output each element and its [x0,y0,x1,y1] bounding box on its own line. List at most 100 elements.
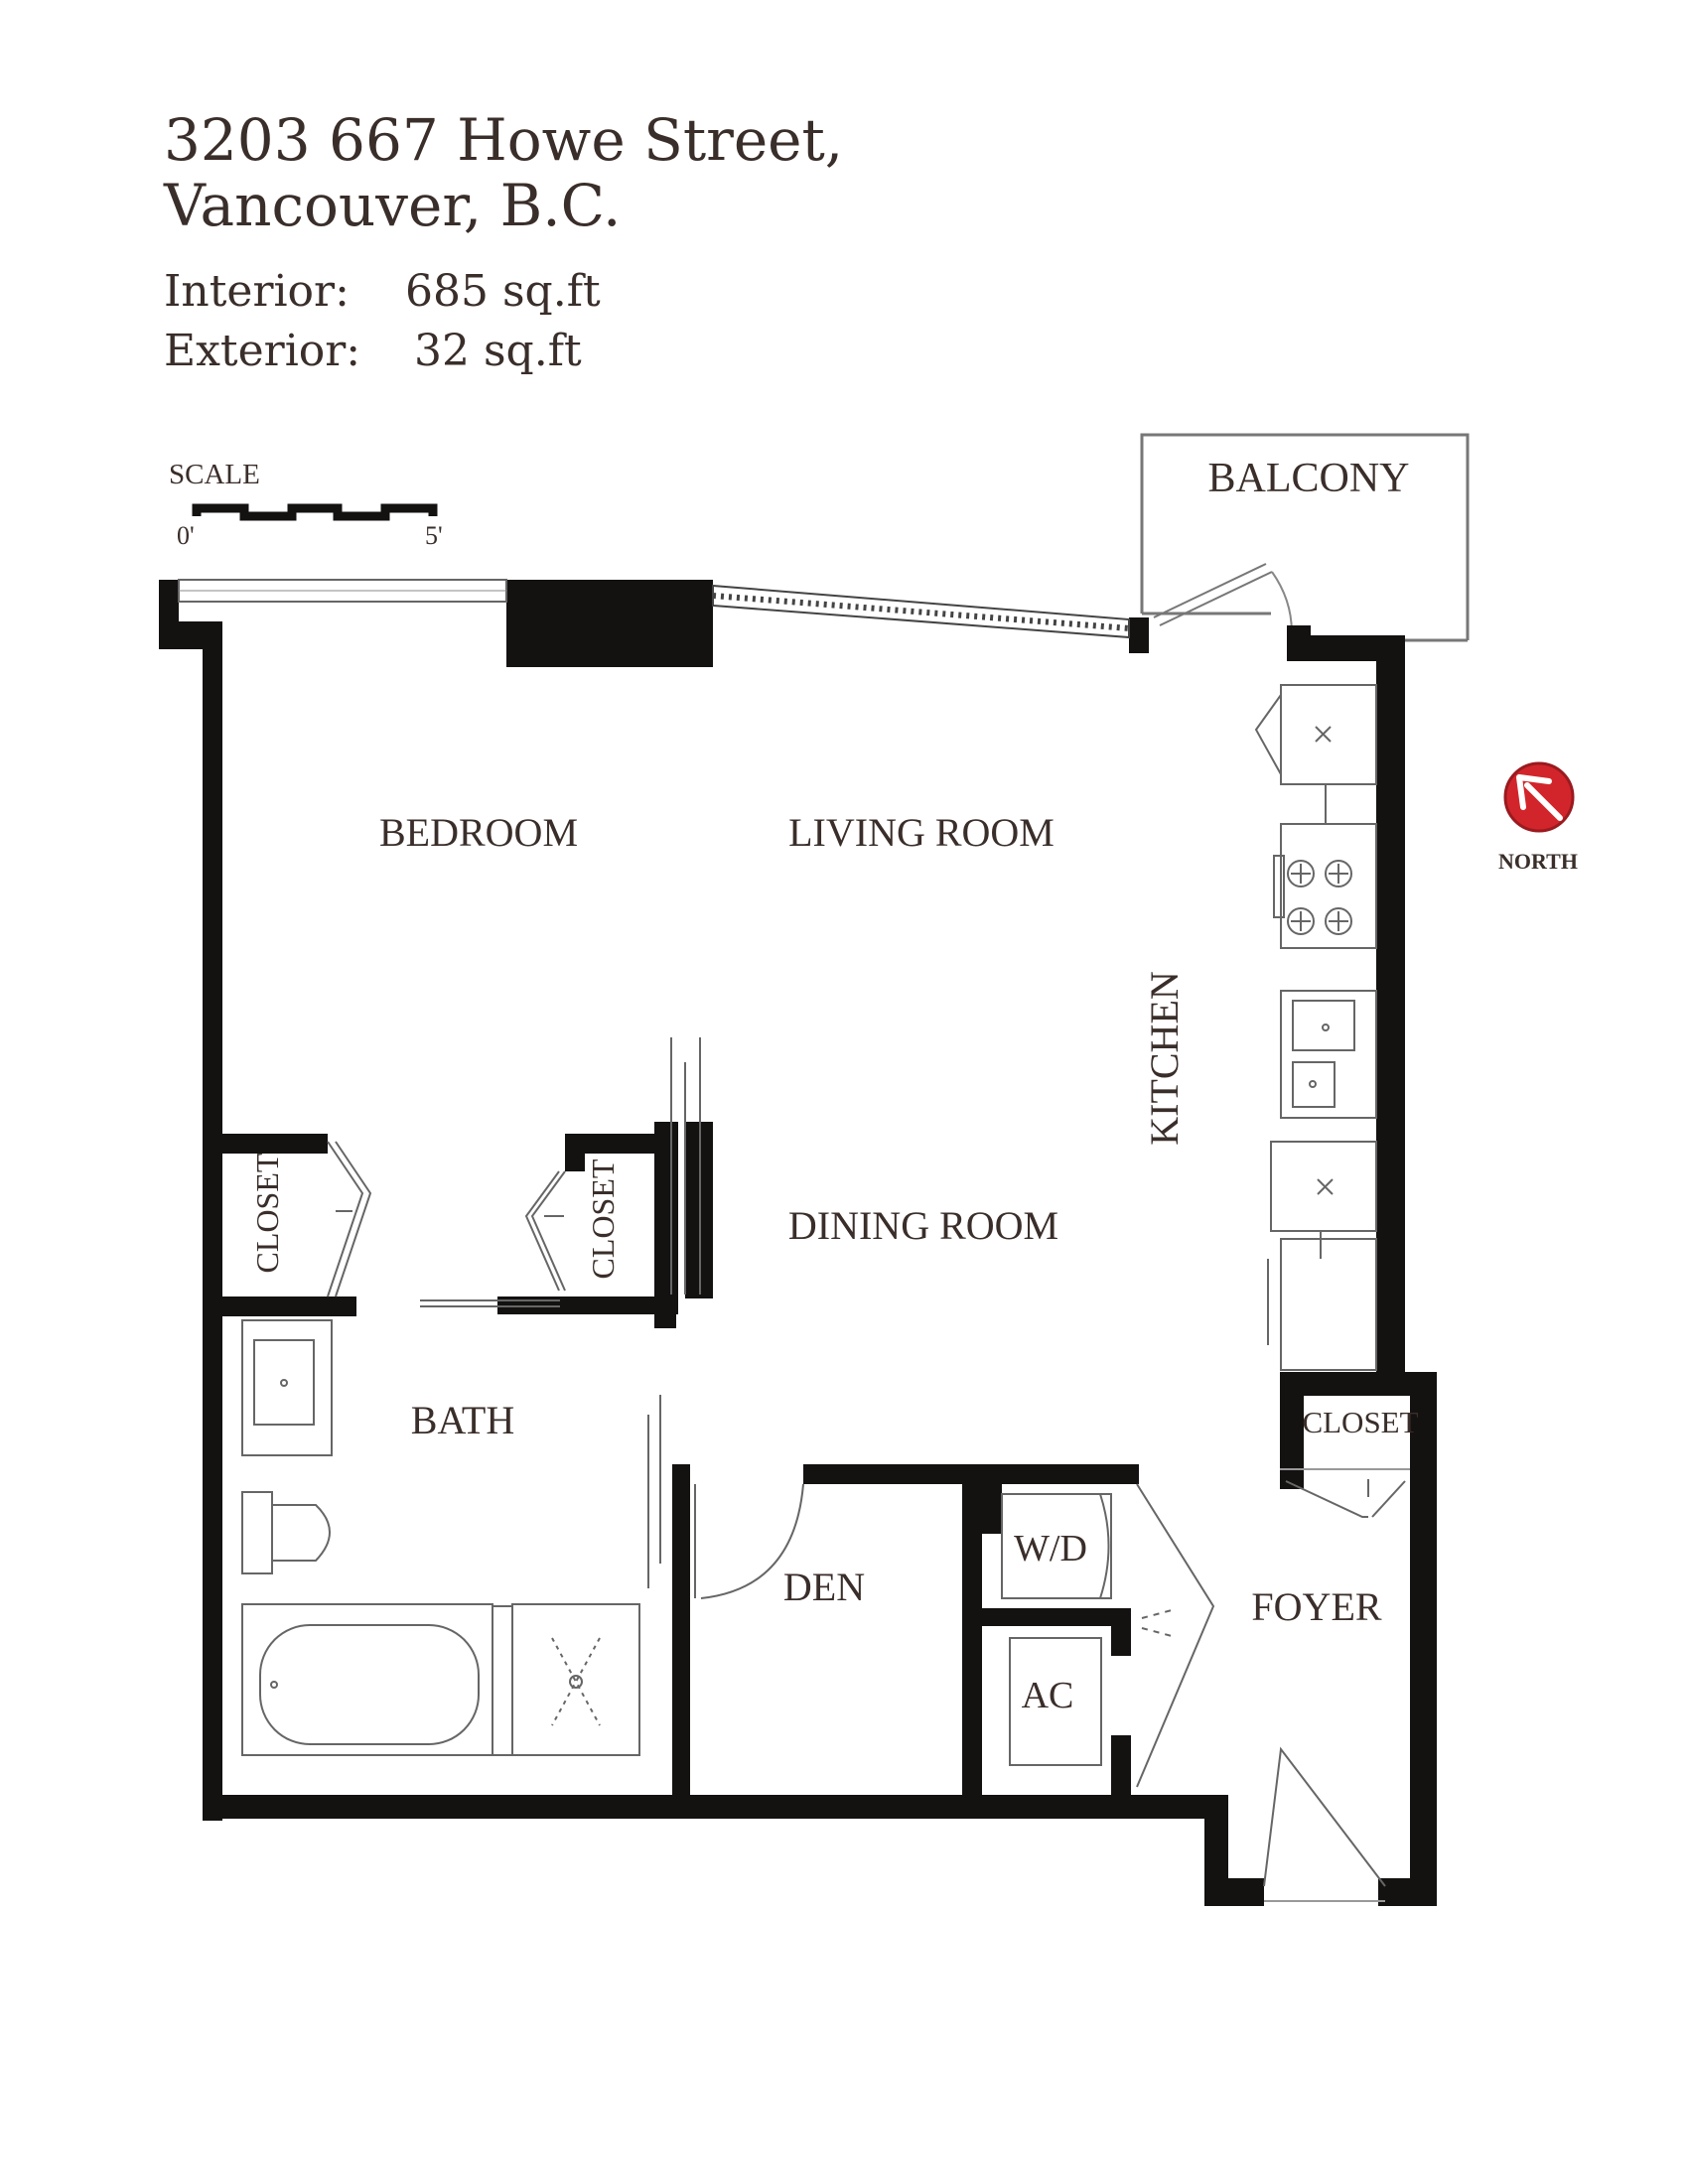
walls [159,580,1437,1906]
balcony: BALCONY [1140,433,1470,646]
room-label-closet-right: CLOSET [1302,1405,1418,1439]
wall [203,1134,328,1154]
utility-boxes [1001,1493,1112,1766]
room-label-bedroom: BEDROOM [379,810,578,855]
wall [203,1297,356,1316]
basin [253,1339,315,1426]
wall [982,1484,1002,1534]
wall [982,1608,1131,1626]
balcony-door-leaf [1159,571,1273,626]
laundry-door-swing [1141,1609,1173,1637]
window-hatch [712,593,1130,631]
room-label-closet-left: CLOSET [249,1153,285,1273]
address-line-2: Vancouver, B.C. [164,172,622,239]
balcony-door-leaf [1153,563,1267,618]
scale-bar: SCALE 0' 5' [169,459,443,550]
scale-start: 0' [177,521,195,550]
pantry [1280,1238,1377,1371]
room-label-washer-dryer: W/D [1014,1528,1087,1570]
balcony-outline [1140,433,1470,640]
wall-east-upper [1376,635,1405,1392]
sink [1280,990,1377,1119]
closet-door [524,1170,560,1292]
toilet-icon [272,1504,331,1562]
washer-dryer-box [1001,1493,1112,1599]
laundry-door [1136,1483,1215,1788]
window [712,584,1130,639]
room-label-bath: BATH [411,1398,514,1442]
closet-door [1371,1480,1406,1518]
scale-end: 5' [425,521,443,550]
bath-fixtures [241,1319,640,1756]
shower-glass [492,1605,513,1756]
room-label-living-room: LIVING ROOM [788,810,1055,855]
room-labels: BEDROOM LIVING ROOM KITCHEN CLOSET CLOSE… [249,810,1419,1716]
north-compass: NORTH [1498,761,1578,874]
wall [565,1134,585,1171]
entry-door [1263,1746,1386,1887]
closet-door [327,1141,364,1297]
wall [1378,1878,1437,1906]
wall [672,1464,690,1819]
closet-door [1285,1480,1368,1518]
burner-icon [1287,860,1352,935]
drain-icon [270,1681,278,1689]
washer-dryer-door [1099,1493,1110,1599]
closet-door [530,1170,566,1292]
wall [654,1297,676,1328]
wall [1280,1372,1437,1396]
wall [1204,1878,1264,1906]
bathtub [241,1603,493,1756]
shower [511,1603,640,1756]
fridge-icon [1315,726,1332,743]
exterior-value: 32 sq.ft [414,326,582,376]
wall-east-lower [1410,1372,1437,1906]
drain-icon [1309,1080,1317,1088]
wall-south [203,1795,1222,1819]
wall [803,1464,1139,1484]
room-label-foyer: FOYER [1251,1584,1381,1629]
wall [962,1484,982,1819]
interior-value: 685 sq.ft [405,266,601,317]
sink-basin [1292,1000,1355,1051]
wall [1280,1372,1304,1489]
scale-ruler [192,503,438,521]
room-label-kitchen: KITCHEN [1142,971,1187,1146]
wall [1129,617,1149,653]
kitchen-counters [1254,684,1377,1371]
wall [1111,1735,1131,1807]
balcony-label: BALCONY [1207,456,1409,501]
wall [1111,1608,1131,1656]
drain-icon [569,1675,583,1689]
compass-label: NORTH [1498,849,1578,874]
wall [654,1122,678,1314]
interior-label: Interior: [164,266,350,317]
closet-door [335,1141,372,1297]
wall-west [203,621,222,1821]
ac-box [1009,1637,1102,1766]
dishwasher-icon [1317,1178,1334,1195]
drain-icon [1322,1024,1330,1031]
interior-area-row: Interior: 685 sq.ft [164,270,601,314]
column [506,580,713,667]
address-line-1: 3203 667 Howe Street, [164,106,844,174]
toilet-tank [241,1491,273,1574]
stove [1280,823,1377,949]
room-label-den: DEN [783,1565,865,1609]
bathtub-basin [259,1624,480,1745]
fridge-door [1254,694,1282,775]
shower-icon [551,1637,601,1726]
windows [178,579,1130,639]
room-label-closet-middle: CLOSET [585,1159,621,1279]
north-arrow-icon [1516,774,1563,821]
exterior-label: Exterior: [164,326,361,376]
doors [327,1037,1410,1902]
vanity [241,1319,333,1456]
stove-panel [1273,855,1285,918]
sink-basin [1292,1061,1336,1108]
dishwasher [1270,1141,1377,1232]
drain-icon [280,1379,288,1387]
room-label-dining-room: DINING ROOM [788,1203,1058,1248]
room-label-ac: AC [1022,1675,1074,1716]
